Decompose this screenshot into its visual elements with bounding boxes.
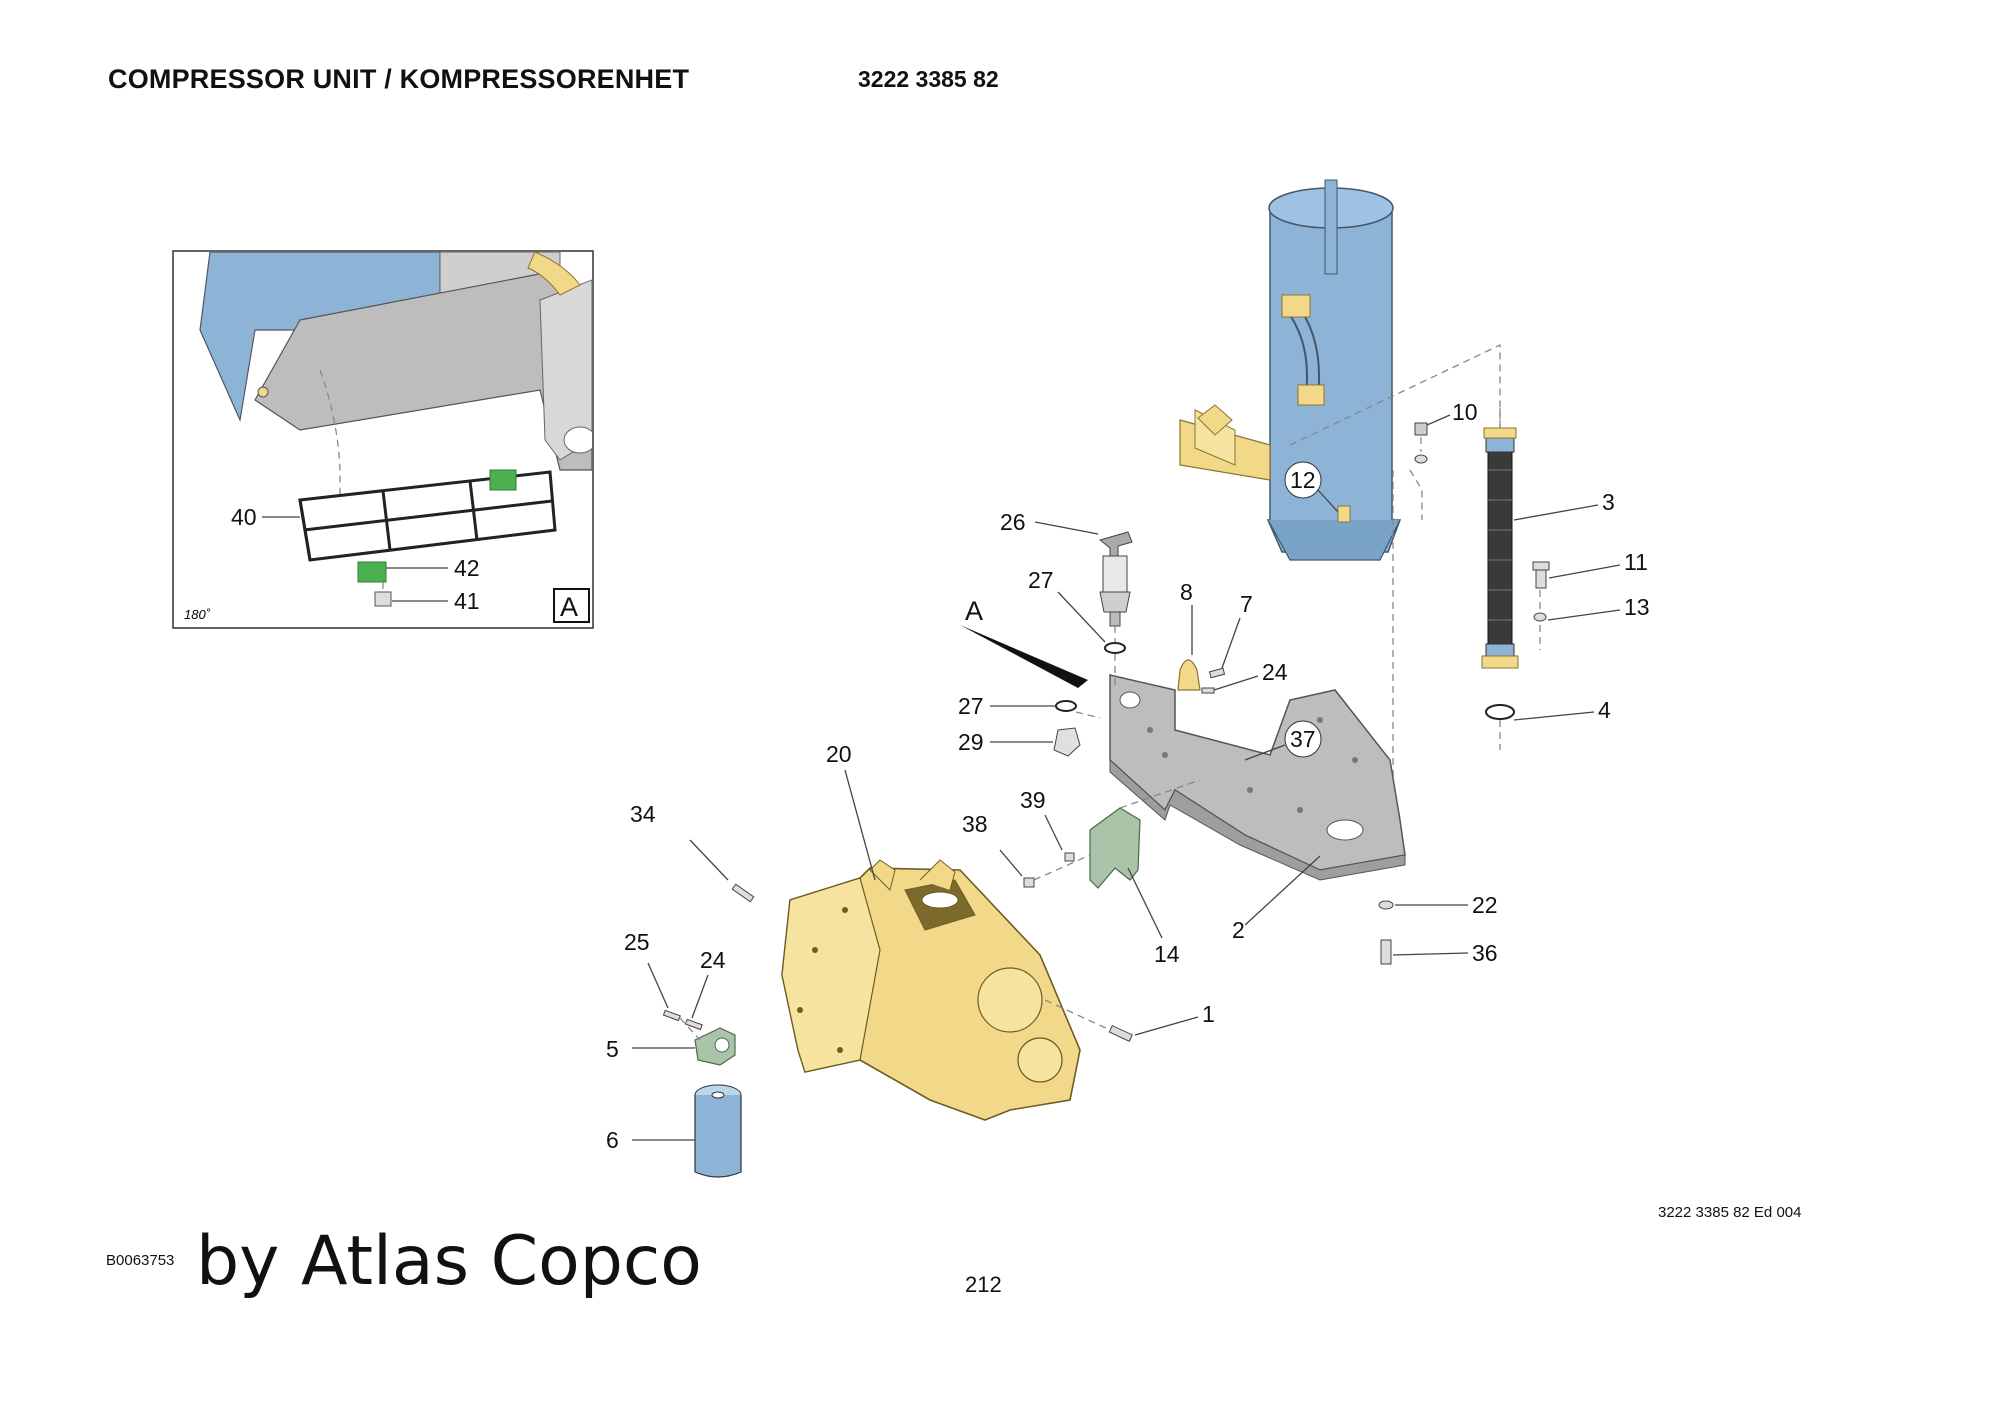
washer-13 <box>1533 612 1547 622</box>
adapter-29 <box>1053 727 1081 757</box>
nut-10 <box>1414 422 1428 436</box>
valve-assembly <box>1179 404 1271 481</box>
rotation-note: 180˚ <box>184 607 211 622</box>
bolt-36 <box>1380 939 1392 965</box>
clip-42 <box>357 561 387 583</box>
screw-7 <box>1208 667 1226 679</box>
detail-view-a: 40 42 41 A 180˚ <box>172 250 594 629</box>
washer-22 <box>1378 900 1394 910</box>
oil-filter-head-5 <box>694 1027 736 1066</box>
callout-20: 20 <box>826 741 852 767</box>
bolt-1 <box>1108 1024 1133 1042</box>
callout-27-upper: 27 <box>1028 567 1054 593</box>
callout-5: 5 <box>606 1036 619 1062</box>
callout-24-upper: 24 <box>1262 659 1288 685</box>
wire-basket-40 <box>298 470 557 562</box>
brand-text: by Atlas Copco <box>196 1222 702 1301</box>
engine-mount-14 <box>1089 807 1141 889</box>
callout-8: 8 <box>1180 579 1193 605</box>
o-ring-4 <box>1485 704 1515 720</box>
compressor-element-20 <box>781 859 1081 1121</box>
callout-3: 3 <box>1602 489 1615 515</box>
callout-1: 1 <box>1202 1001 1215 1027</box>
callout-13: 13 <box>1624 594 1650 620</box>
callout-37: 37 <box>1290 726 1316 752</box>
o-ring-27-upper <box>1104 642 1126 654</box>
callout-42: 42 <box>454 555 480 581</box>
screw-41 <box>374 591 392 607</box>
callout-39: 39 <box>1020 787 1046 813</box>
figure-code: B0063753 <box>106 1252 175 1269</box>
callout-36: 36 <box>1472 940 1498 966</box>
callout-38: 38 <box>962 811 988 837</box>
washer-10 <box>1414 454 1428 464</box>
lifting-eye-8 <box>1177 659 1201 691</box>
callout-27-lower: 27 <box>958 693 984 719</box>
callout-25: 25 <box>624 929 650 955</box>
callout-10: 10 <box>1452 399 1478 425</box>
callout-12: 12 <box>1290 467 1316 493</box>
page-title: COMPRESSOR UNIT / KOMPRESSORENHET <box>108 64 690 94</box>
callout-2: 2 <box>1232 917 1245 943</box>
callout-14: 14 <box>1154 941 1180 967</box>
oil-filter-6 <box>694 1084 742 1178</box>
callout-4: 4 <box>1598 697 1611 723</box>
clip-upper <box>489 469 517 491</box>
callout-26: 26 <box>1000 509 1026 535</box>
detail-label: A <box>560 592 578 622</box>
screw-24-lower <box>684 1018 703 1031</box>
callout-40: 40 <box>231 504 257 530</box>
part-number: 3222 3385 82 <box>858 66 999 92</box>
screw-25 <box>662 1009 681 1022</box>
callout-41: 41 <box>454 588 480 614</box>
callout-7: 7 <box>1240 591 1253 617</box>
callout-22: 22 <box>1472 892 1498 918</box>
callout-24-lower: 24 <box>700 947 726 973</box>
bracket-2 <box>1109 674 1406 881</box>
callout-11: 11 <box>1624 549 1648 575</box>
washer-39 <box>1064 852 1075 862</box>
nut-38 <box>1023 877 1035 888</box>
o-ring-27-lower <box>1055 700 1077 712</box>
pin-34 <box>731 883 755 903</box>
screw-24 <box>1201 687 1215 694</box>
callout-34: 34 <box>630 801 656 827</box>
callout-6: 6 <box>606 1127 619 1153</box>
callout-29: 29 <box>958 729 984 755</box>
separator-tank-detail <box>199 252 441 423</box>
detail-label-box <box>553 588 590 623</box>
separator-tank <box>1266 179 1402 561</box>
edition-label: 3222 3385 82 Ed 004 <box>1658 1204 1802 1221</box>
page-number: 212 <box>965 1272 1002 1297</box>
view-pointer-arrow <box>960 625 1088 688</box>
pressure-switch-26 <box>1098 531 1133 627</box>
view-pointer-label: A <box>965 596 983 626</box>
hose-3 <box>1481 427 1519 669</box>
